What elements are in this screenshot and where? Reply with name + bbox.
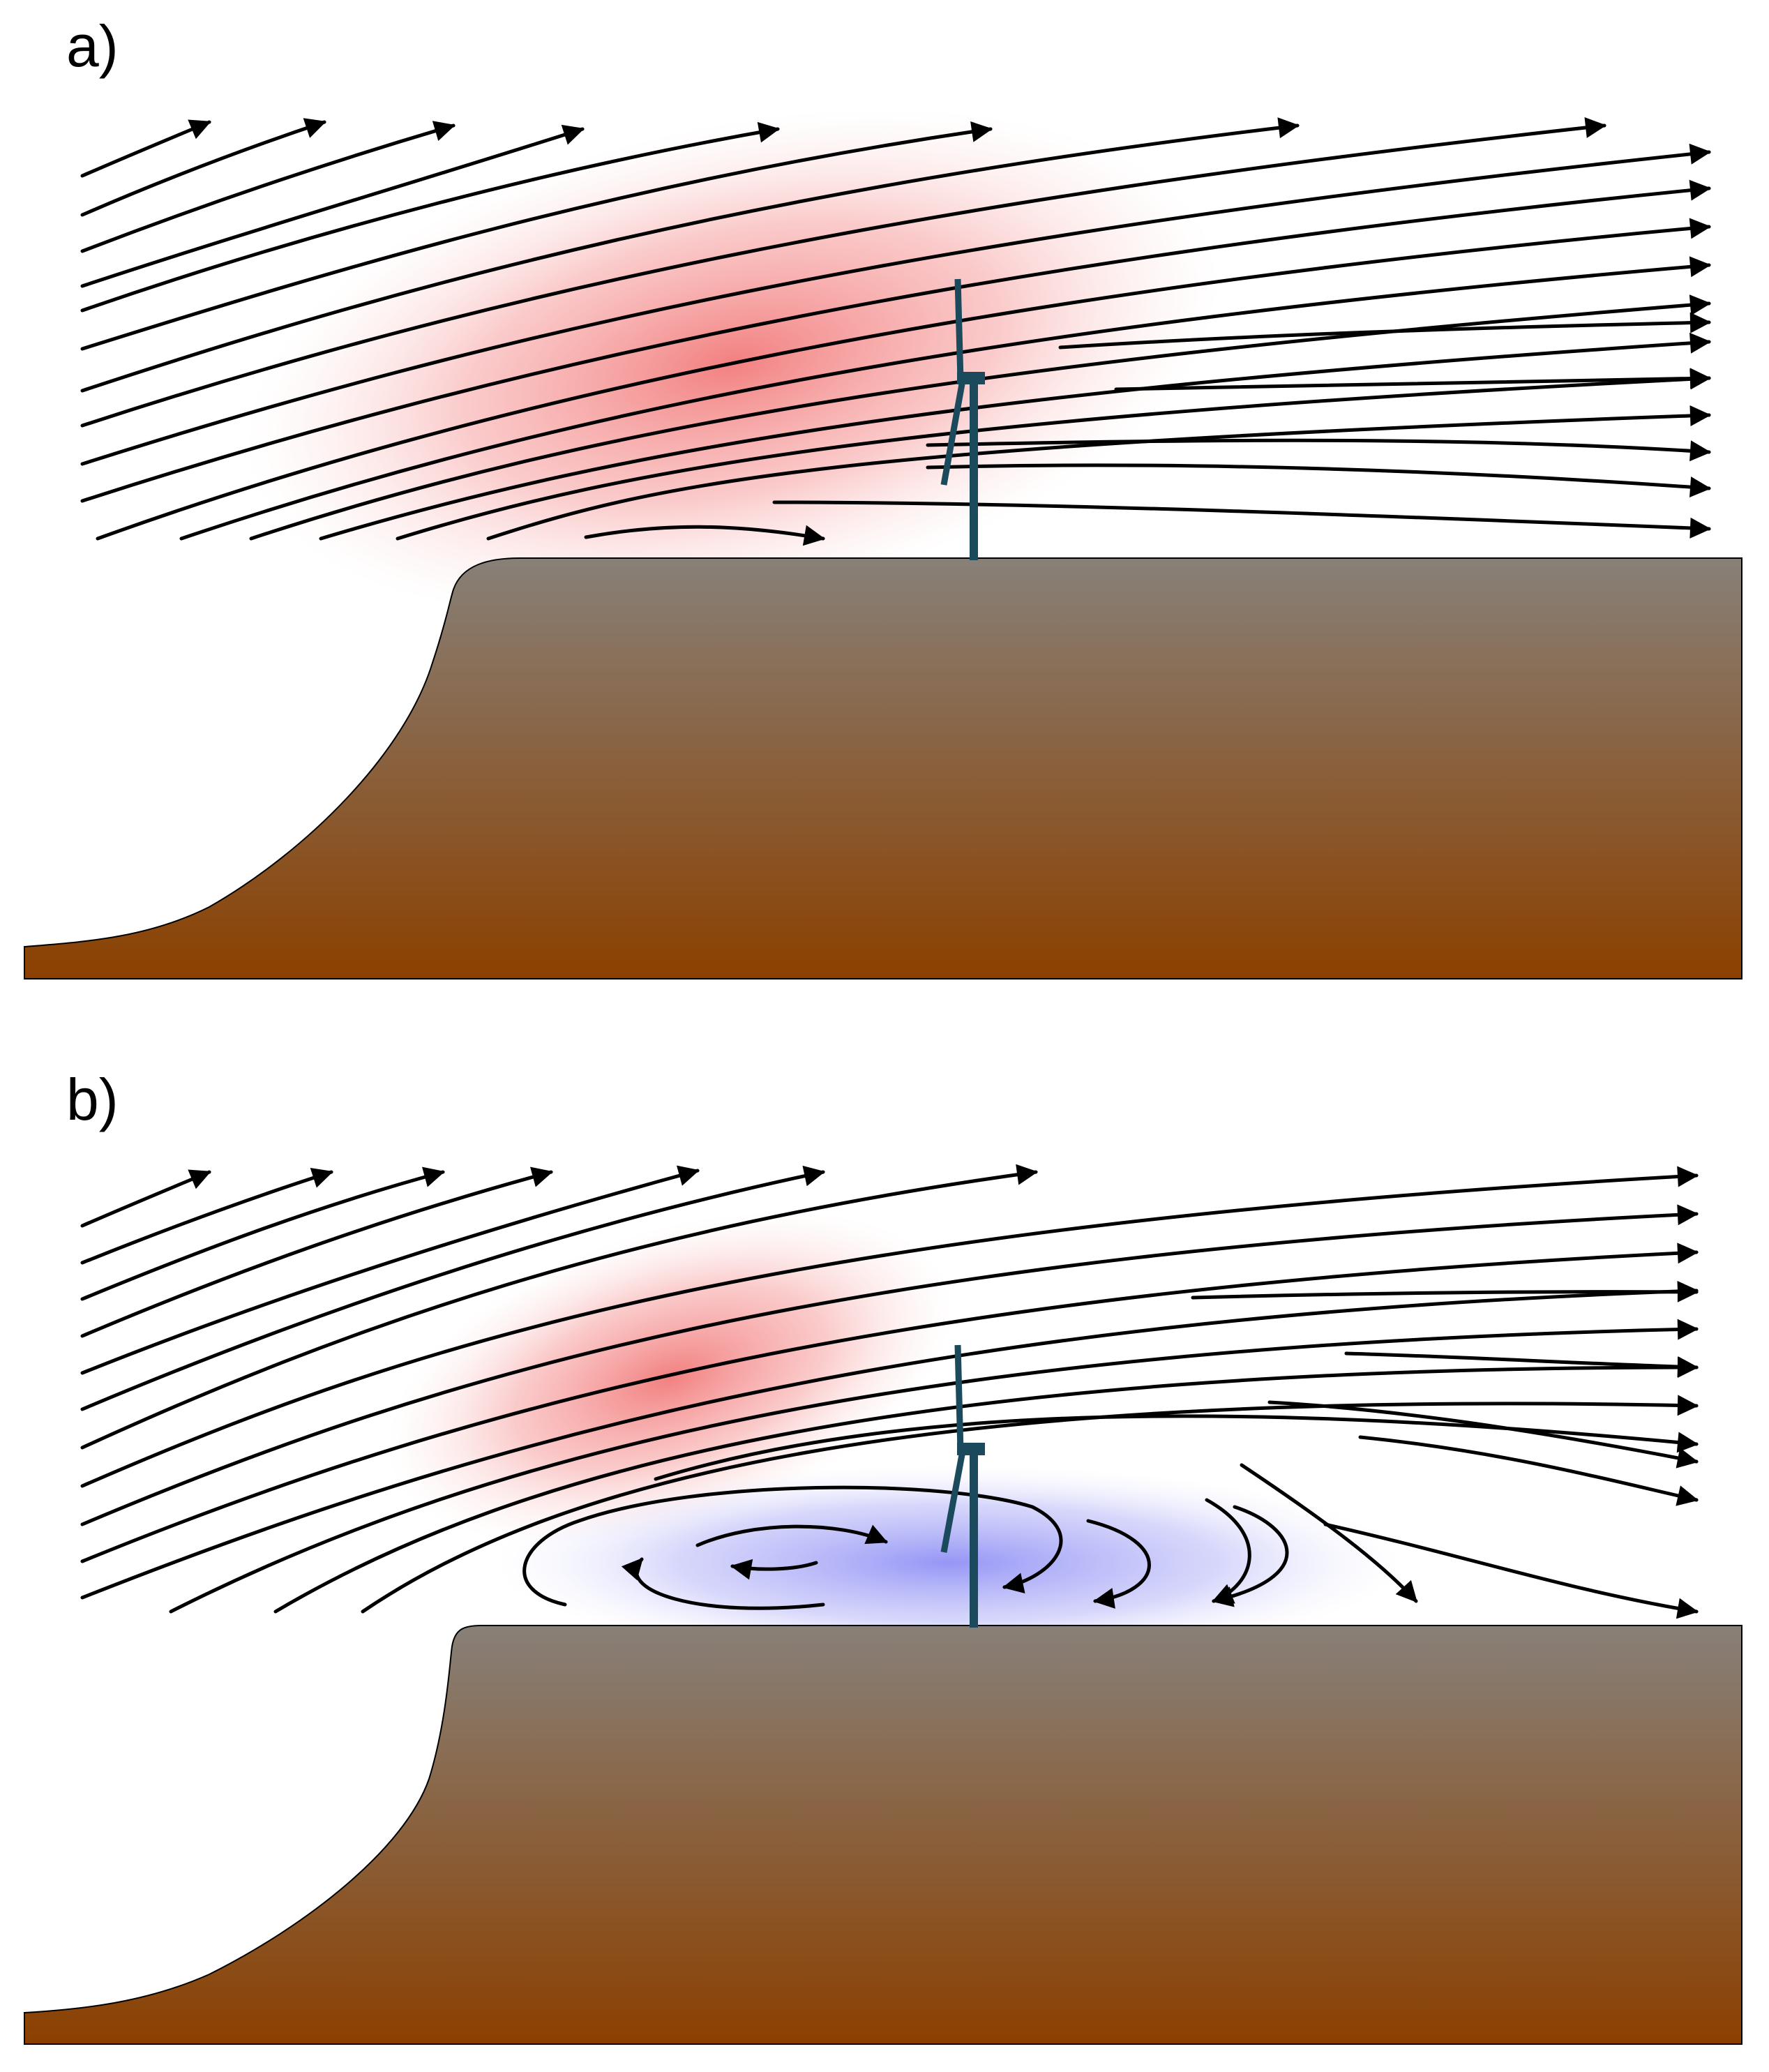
streamline <box>80 1280 1699 1600</box>
streamline <box>80 1166 1699 1488</box>
recirculation-zone-b <box>495 1465 1402 1660</box>
streamline <box>80 1166 553 1338</box>
streamline <box>396 368 1711 541</box>
streamline <box>1358 1435 1699 1506</box>
streamline <box>80 121 780 313</box>
streamline <box>80 1243 1699 1563</box>
streamline <box>1240 1463 1418 1603</box>
streamline <box>80 1165 825 1411</box>
streamline <box>80 119 211 178</box>
streamline <box>80 1166 445 1301</box>
recirculation-streamline <box>695 1524 888 1547</box>
wind-turbine-icon <box>940 1344 985 1628</box>
streamline <box>1191 1281 1699 1302</box>
recirculation-streamline <box>730 1559 818 1580</box>
streamline <box>1114 368 1711 391</box>
streamline <box>1344 1351 1699 1378</box>
streamline <box>80 1169 211 1228</box>
terrain-a <box>24 557 1742 979</box>
streamline <box>80 1165 700 1375</box>
streamline <box>80 124 585 288</box>
streamline <box>80 117 1300 393</box>
streamline <box>319 332 1711 541</box>
streamline <box>80 1204 1699 1526</box>
recirculation-streamline <box>621 1557 825 1610</box>
streamline <box>772 500 1711 539</box>
streamline <box>80 1167 333 1265</box>
recirculation-streamline <box>1086 1519 1151 1609</box>
streamline <box>80 179 1711 503</box>
streamline <box>584 525 825 546</box>
streamline <box>179 256 1711 541</box>
streamline <box>1058 312 1711 350</box>
terrain-b <box>24 1625 1742 2045</box>
streamline <box>80 121 456 253</box>
streamline <box>80 117 1606 428</box>
streamline <box>926 463 1711 498</box>
streamline <box>926 438 1711 462</box>
panel-label-a: a) <box>66 13 119 79</box>
panel-a: a) <box>24 13 1742 979</box>
streamline <box>1267 1400 1699 1469</box>
streamline <box>169 1319 1699 1614</box>
streamline <box>361 1395 1699 1614</box>
streamline <box>80 121 993 351</box>
streamlines-a <box>80 117 1711 546</box>
recirculation-vortex-b <box>522 1485 1289 1610</box>
panel-b: b) <box>24 1067 1742 2045</box>
streamlines-b <box>80 1164 1699 1619</box>
streamline <box>80 1164 1038 1450</box>
panel-label-b: b) <box>66 1067 119 1132</box>
streamline <box>273 1357 1699 1614</box>
streamline <box>1323 1522 1699 1619</box>
acceleration-zone-b <box>387 1211 952 1545</box>
streamline <box>96 218 1711 541</box>
streamline <box>80 118 326 217</box>
recirculation-streamline <box>1212 1505 1289 1607</box>
wind-turbine-icon <box>940 278 985 560</box>
recirculation-streamline <box>522 1485 1063 1607</box>
streamline <box>80 143 1711 466</box>
streamline <box>486 405 1711 541</box>
